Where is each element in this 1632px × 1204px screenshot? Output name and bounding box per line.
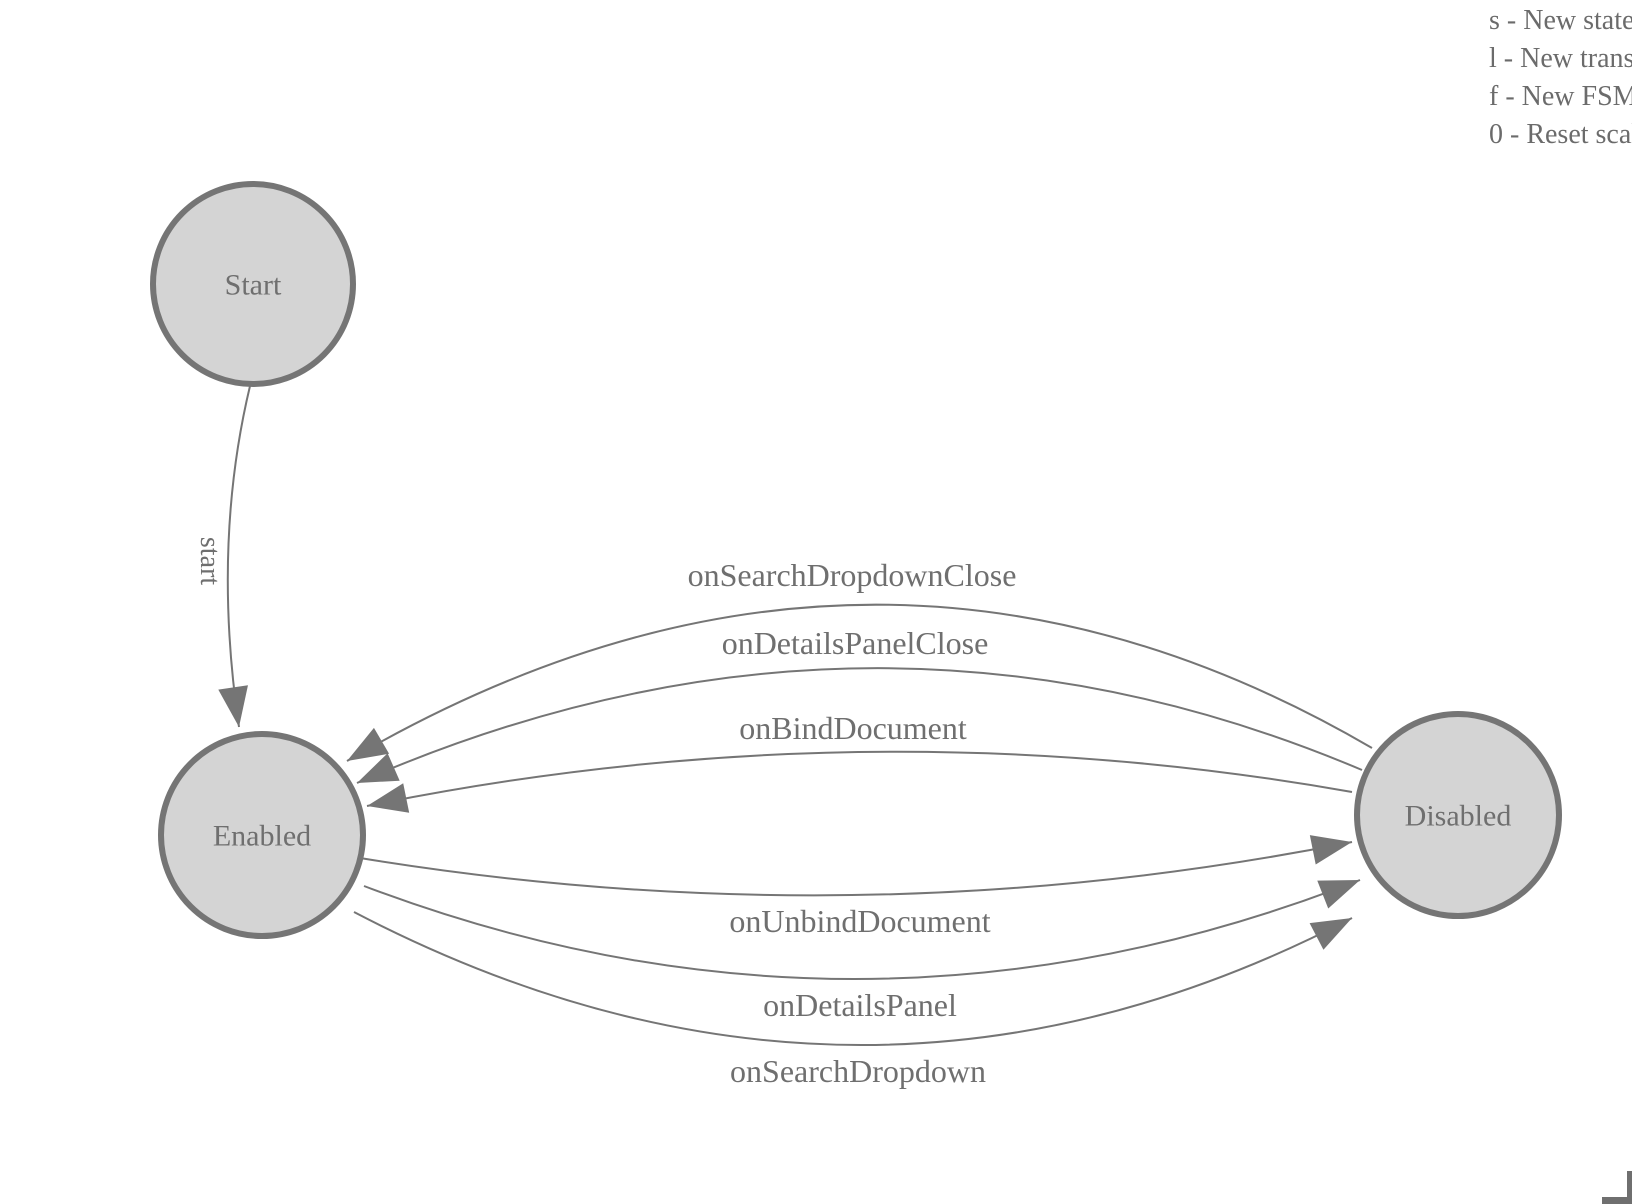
state-label-start: Start <box>225 269 282 302</box>
transition-edge-search-dropdown-close[interactable] <box>346 603 1373 762</box>
legend-line-new-state: s - New state <box>1489 5 1632 36</box>
arrowhead-details-panel-close <box>357 753 400 783</box>
state-label-disabled: Disabled <box>1405 800 1512 833</box>
arrowhead-unbind-document <box>1309 835 1352 865</box>
transition-label-start: start <box>194 537 225 585</box>
state-node-disabled[interactable]: Disabled <box>1354 711 1562 919</box>
state-circle-start[interactable] <box>150 181 356 387</box>
transition-edge-details-panel-close[interactable] <box>356 667 1363 784</box>
transition-edge-details-panel[interactable] <box>363 879 1361 981</box>
transition-edge-unbind-document[interactable] <box>359 841 1353 897</box>
transition-label-details-panel-close: onDetailsPanelClose <box>722 625 989 661</box>
state-node-start[interactable]: Start <box>150 181 356 387</box>
legend-line-new-fsm: f - New FSM <box>1489 81 1632 112</box>
transition-edge-start[interactable] <box>226 385 251 728</box>
transition-label-bind-document: onBindDocument <box>739 710 967 746</box>
state-circle-enabled[interactable] <box>158 731 366 939</box>
legend-line-new-transition: l - New transition <box>1489 43 1632 74</box>
transition-label-details-panel: onDetailsPanel <box>763 987 957 1023</box>
state-label-enabled: Enabled <box>213 820 311 853</box>
frame-corner-vertical <box>1627 1171 1632 1204</box>
transition-edge-search-dropdown[interactable] <box>353 911 1353 1046</box>
transition-label-search-dropdown: onSearchDropdown <box>730 1053 986 1089</box>
arrowhead-details-panel <box>1317 880 1360 909</box>
state-circle-disabled[interactable] <box>1354 711 1562 919</box>
frame-corner-horizontal <box>1602 1197 1632 1204</box>
arrowhead-search-dropdown-close <box>347 727 390 761</box>
state-node-enabled[interactable]: Enabled <box>158 731 366 939</box>
arrowhead-search-dropdown <box>1309 918 1352 950</box>
shortcut-legend: s - New state l - New transition f - New… <box>1489 2 1632 160</box>
transition-label-search-dropdown-close: onSearchDropdownClose <box>688 557 1017 593</box>
legend-line-reset-scale: 0 - Reset scale <box>1489 119 1632 150</box>
arrowhead-start <box>218 685 248 727</box>
arrowhead-bind-document <box>367 783 410 813</box>
transition-label-unbind-document: onUnbindDocument <box>729 903 990 939</box>
transition-edge-bind-document[interactable] <box>366 750 1353 807</box>
